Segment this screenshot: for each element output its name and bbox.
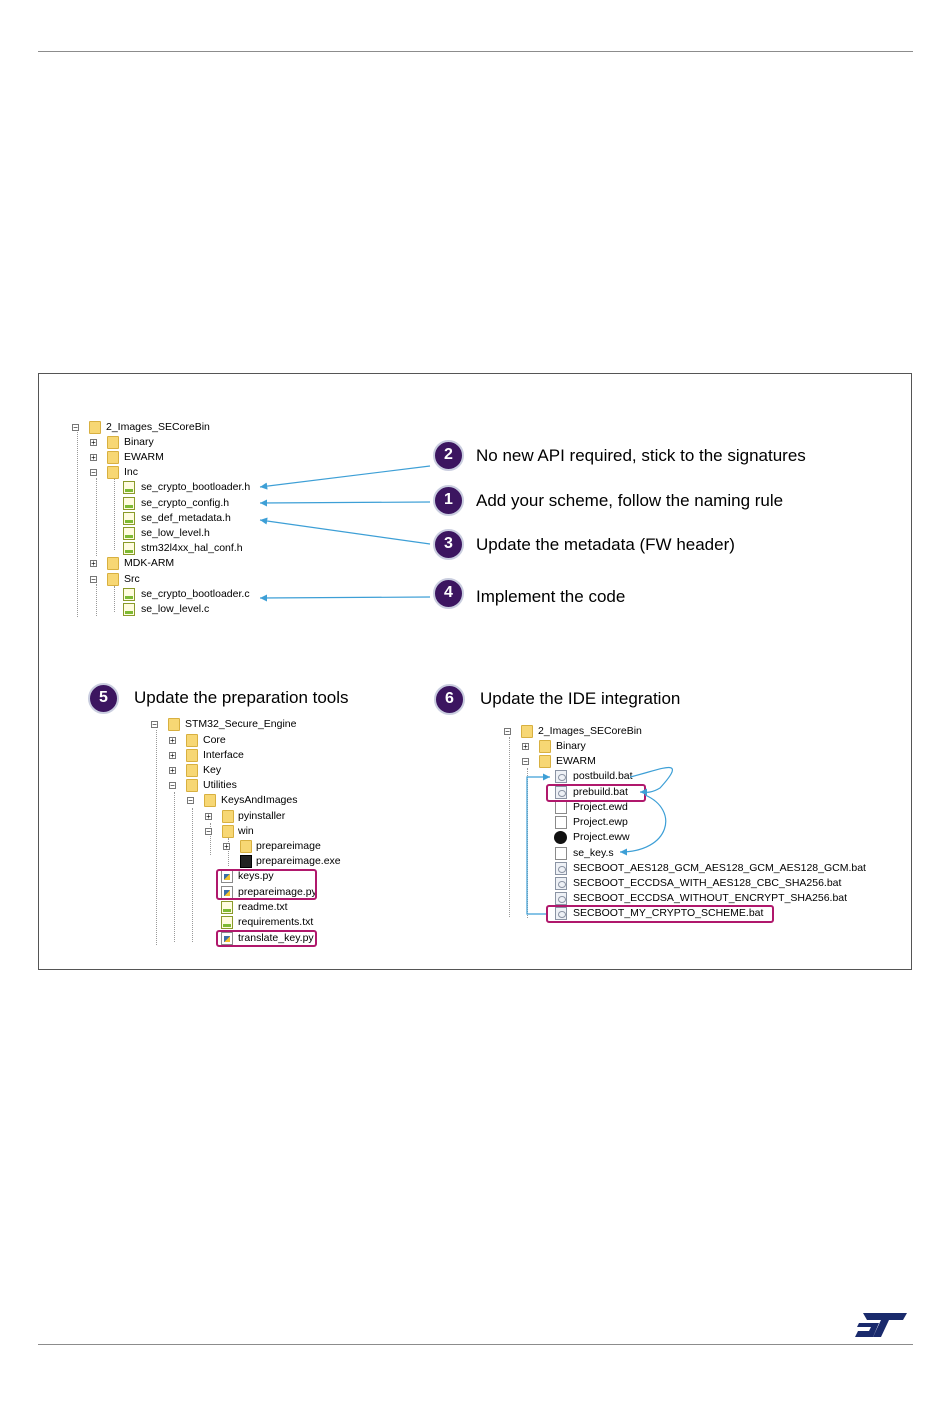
- callout-text-2: No new API required, stick to the signat…: [476, 446, 806, 465]
- arrow-1: [259, 499, 431, 507]
- folder-icon: [186, 779, 198, 792]
- callout-text-1: Add your scheme, follow the naming rule: [476, 491, 784, 510]
- arrow-scheme-to-postbuild: [526, 773, 550, 915]
- python-file-icon: [221, 932, 233, 945]
- header-file-icon: [123, 542, 135, 555]
- folder-icon: [222, 825, 234, 838]
- header-rule: [38, 51, 913, 52]
- exe-file-icon: [240, 855, 252, 868]
- bat-file-icon: [555, 907, 567, 920]
- bat-file-icon: [555, 862, 567, 875]
- footer-rule: [38, 1344, 913, 1345]
- file-icon: [555, 847, 567, 860]
- st-logo-icon: [855, 1313, 907, 1337]
- bat-file-icon: [555, 892, 567, 905]
- arrow-3: [259, 517, 431, 545]
- header-file-icon: [123, 527, 135, 540]
- folder-icon: [107, 557, 119, 570]
- folder-icon: [240, 840, 252, 853]
- file-icon: [555, 816, 567, 829]
- callout-badge-3: 3: [433, 529, 464, 560]
- workspace-file-icon: [554, 831, 567, 844]
- folder-icon: [521, 725, 533, 738]
- header-file-icon: [123, 481, 135, 494]
- callout-text-5: Update the preparation tools: [134, 688, 349, 707]
- highlight-secboot-my-crypto-scheme: [546, 905, 774, 923]
- callout-badge-5: 5: [88, 683, 119, 714]
- arrow-4: [259, 594, 431, 602]
- highlight-keys-prepareimage-py: [216, 869, 317, 900]
- figure-frame: [38, 373, 912, 970]
- folder-icon: [186, 764, 198, 777]
- text-file-icon: [221, 901, 233, 914]
- bat-file-icon: [555, 877, 567, 890]
- folder-icon: [107, 573, 119, 586]
- header-file-icon: [123, 512, 135, 525]
- bat-file-icon: [555, 770, 567, 783]
- folder-icon: [539, 755, 551, 768]
- callout-badge-1: 1: [433, 485, 464, 516]
- callout-text-3: Update the metadata (FW header): [476, 535, 735, 554]
- header-file-icon: [123, 497, 135, 510]
- folder-icon: [107, 466, 119, 479]
- folder-icon: [186, 749, 198, 762]
- callout-badge-6: 6: [434, 684, 465, 715]
- arrow-postbuild-loop: [629, 766, 673, 796]
- callout-text-4: Implement the code: [476, 587, 626, 606]
- c-file-icon: [123, 588, 135, 601]
- folder-icon: [222, 810, 234, 823]
- arrow-2: [259, 465, 431, 490]
- folder-icon: [107, 436, 119, 449]
- folder-icon: [168, 718, 180, 731]
- folder-icon: [539, 740, 551, 753]
- folder-icon: [107, 451, 119, 464]
- folder-icon: [204, 794, 216, 807]
- folder-icon: [186, 734, 198, 747]
- callout-badge-2: 2: [433, 440, 464, 471]
- text-file-icon: [221, 916, 233, 929]
- callout-badge-4: 4: [433, 578, 464, 609]
- folder-icon: [89, 421, 101, 434]
- callout-text-6: Update the IDE integration: [480, 689, 681, 708]
- arrow-prebuild-to-sekey: [619, 794, 667, 856]
- c-file-icon: [123, 603, 135, 616]
- bat-file-icon: [555, 786, 567, 799]
- highlight-translate-key-py: [216, 930, 317, 947]
